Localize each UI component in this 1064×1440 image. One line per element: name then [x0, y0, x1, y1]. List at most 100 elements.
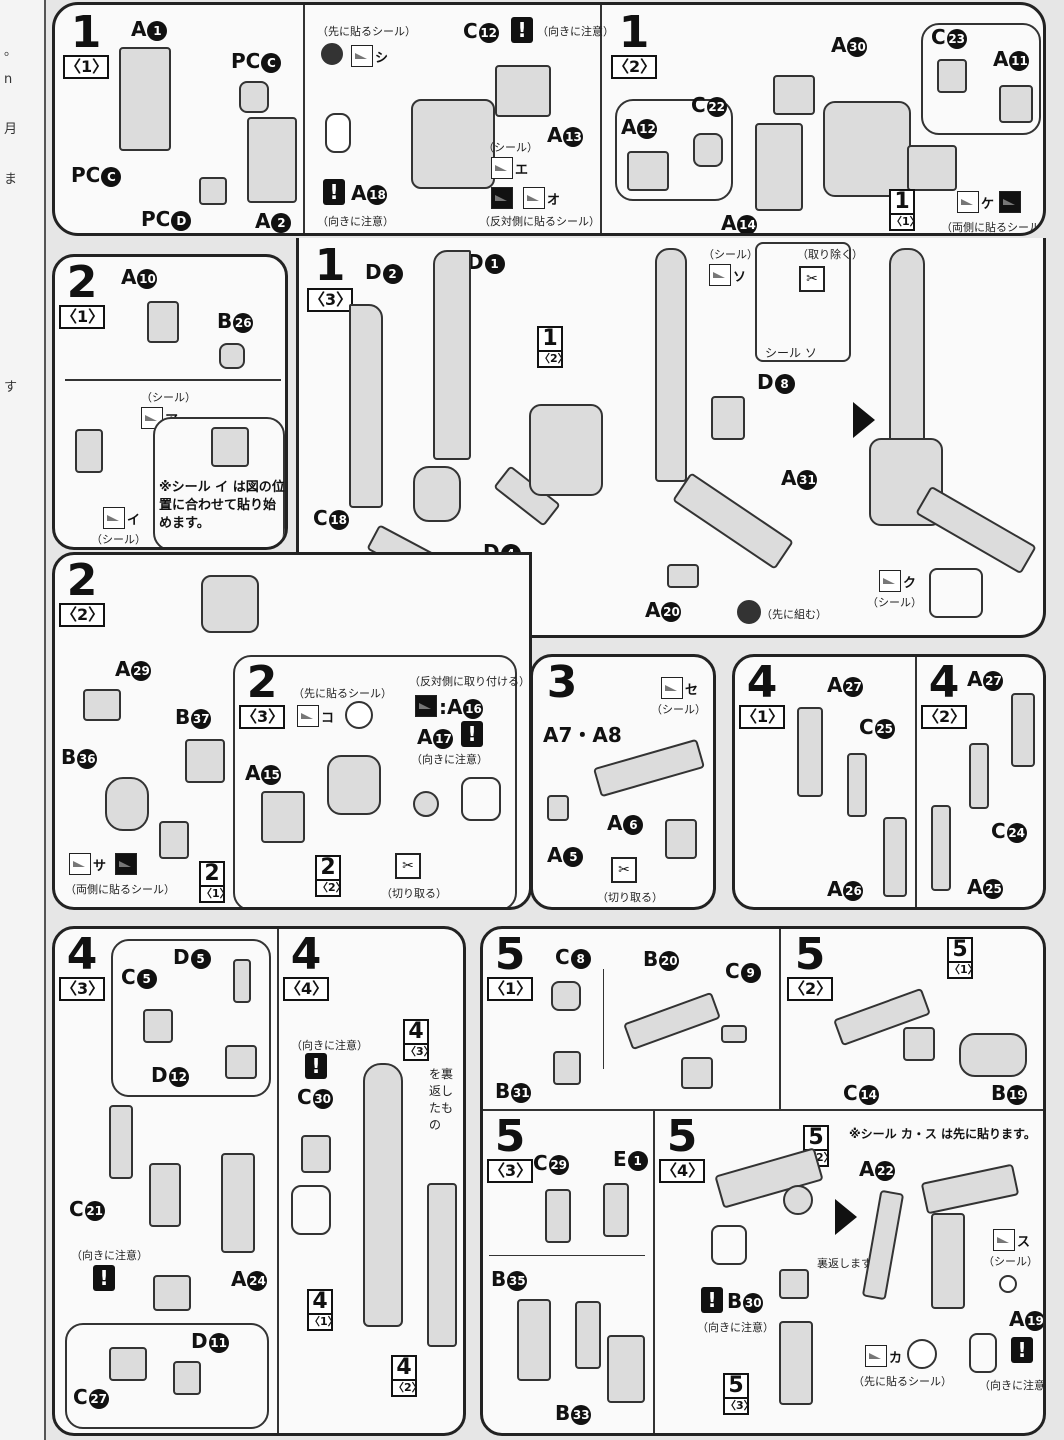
- part-b37: [185, 739, 225, 783]
- sticker-icon: [879, 570, 901, 592]
- head-assembly-part: [529, 404, 603, 496]
- step-5-4-label: 5〈4〉: [659, 1115, 705, 1183]
- leg-armor-part: [427, 1183, 457, 1347]
- knee-part: [109, 1347, 147, 1381]
- part-c14: [903, 1027, 935, 1061]
- opposite-attach-note: （反対側に取り付ける）: [409, 675, 530, 688]
- margin-char: n: [4, 72, 13, 87]
- sticker-label: （シール）: [867, 596, 922, 609]
- sticker-letter: ス: [1017, 1235, 1031, 1250]
- both-sides-icon: [999, 191, 1021, 213]
- part-a25: [931, 805, 951, 891]
- shield-blade-part: [672, 472, 794, 570]
- head-core-part: [119, 47, 171, 151]
- assemble-first-note: （先に組む）: [761, 608, 827, 621]
- warning-icon: !: [511, 17, 533, 43]
- cutter-icon: ✂: [611, 857, 637, 883]
- sticker-letter: ソ: [733, 270, 747, 285]
- step-4-3-label: 4〈3〉: [59, 933, 105, 1001]
- part-a22: [861, 1189, 905, 1301]
- sticker-label: （シール）: [651, 703, 706, 716]
- part-c21: [109, 1105, 133, 1179]
- head-part: [495, 65, 551, 117]
- sticker-so-label: シール ソ: [765, 346, 817, 360]
- part-a19: [999, 1275, 1017, 1293]
- step-ref-5-3: 5〈3〉: [723, 1373, 755, 1415]
- warning-icon: !: [305, 1053, 327, 1079]
- divider: [779, 929, 781, 1109]
- side-part: [907, 145, 957, 191]
- part-c25: [847, 753, 867, 817]
- detail-callout: [461, 777, 501, 821]
- sticker-icon: [661, 677, 683, 699]
- part-c29: [545, 1189, 571, 1243]
- opposite-sticker-note: （反対側に貼るシール）: [479, 215, 600, 228]
- leg-assembled-part: [363, 1063, 403, 1327]
- part-c18: [413, 466, 461, 522]
- divider: [603, 969, 604, 1069]
- part-c9: [721, 1025, 747, 1043]
- divider: [653, 1109, 655, 1433]
- sticker-label: （シール）: [983, 1255, 1038, 1268]
- cut-note: （切り取る）: [381, 887, 447, 900]
- step-5-1-label: 5〈1〉: [487, 933, 533, 1001]
- step-ref-1-1: 1〈1〉: [889, 189, 921, 231]
- step-ref-4-3: 4〈3〉: [403, 1019, 435, 1061]
- orientation-note: （向きに注意）: [317, 215, 394, 228]
- part-d1: [433, 250, 471, 460]
- sticker-letter: シ: [375, 51, 389, 66]
- cut-note: （切り取る）: [597, 891, 663, 904]
- joint-part: [681, 1057, 713, 1089]
- part-a14: [755, 123, 803, 211]
- step-2-1-label: 2〈1〉: [59, 261, 105, 329]
- side-part: [773, 75, 815, 115]
- sticker-detail-box: [929, 568, 983, 618]
- sticker-icon: [523, 187, 545, 209]
- part-d5: [233, 959, 251, 1003]
- head-assembly-part: [411, 99, 495, 189]
- orientation-note: （向きに注意）: [291, 1039, 368, 1052]
- step-3-label: 3: [546, 657, 578, 708]
- detail-callout: [325, 113, 351, 153]
- step-1-1-label: 1〈1〉: [63, 11, 109, 79]
- orientation-note: （向きに注意）: [979, 1379, 1045, 1392]
- detail-callout: [969, 1333, 997, 1373]
- note-box: [153, 417, 285, 547]
- assemble-first-icon: [737, 600, 761, 624]
- sticker-icon: [957, 191, 979, 213]
- polycap-part: [199, 177, 227, 205]
- orientation-note: （向きに注意）: [537, 25, 614, 38]
- flipped-note: を裏返したもの: [429, 1067, 454, 1132]
- margin-char: 月: [4, 122, 18, 137]
- part-e1: [603, 1183, 629, 1237]
- part-d8: [711, 396, 745, 440]
- sticker-letter: セ: [685, 683, 699, 698]
- next-arrow-icon: [853, 402, 875, 438]
- step-2-2-label: 2〈2〉: [59, 559, 105, 627]
- step-2-3-label: 2〈3〉: [239, 661, 285, 729]
